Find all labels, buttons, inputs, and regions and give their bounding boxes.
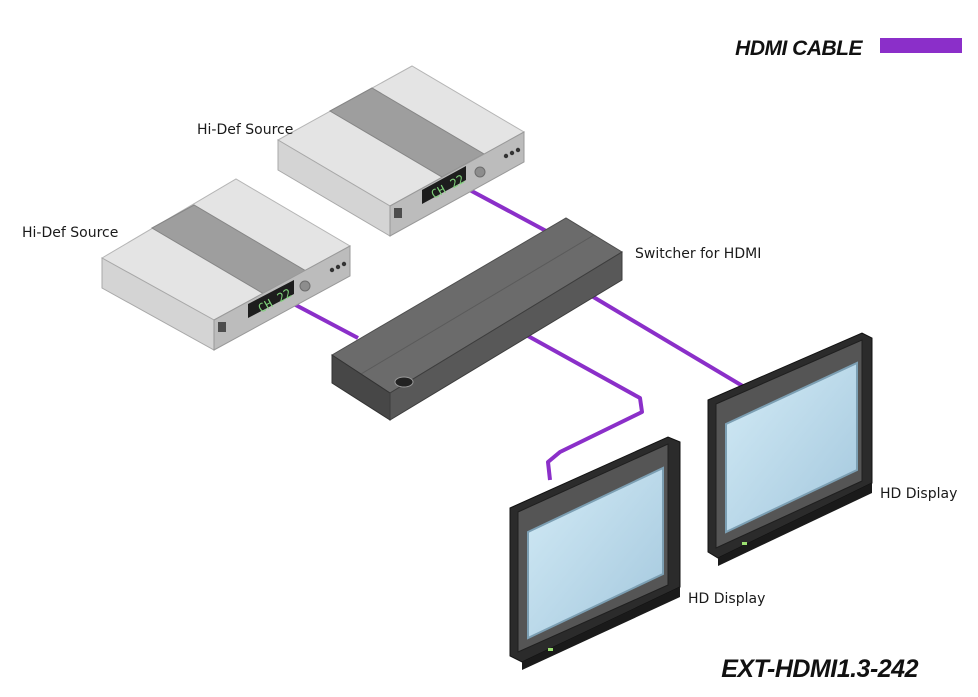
hdmi-cable-display-1 [588, 293, 748, 390]
legend: HDMI CABLE [735, 37, 962, 60]
source-1-label: Hi-Def Source [197, 122, 293, 138]
hi-def-source-1 [276, 65, 526, 237]
hdmi-cables [289, 186, 748, 481]
display-1-label: HD Display [880, 486, 957, 502]
legend-swatch [880, 38, 962, 53]
display-2-label: HD Display [688, 591, 765, 607]
hdmi-cable-source-1 [465, 186, 549, 234]
hd-display-2 [509, 436, 681, 670]
hdmi-cable-display-2 [527, 334, 644, 481]
hdmi-switcher [331, 217, 623, 421]
display-2-screen [527, 466, 664, 640]
display-1-screen [725, 361, 858, 534]
switcher-label: Switcher for HDMI [635, 246, 761, 262]
hi-def-source-2 [100, 178, 352, 351]
source-2-label: Hi-Def Source [22, 225, 118, 241]
hdmi-cable-source-2 [289, 300, 359, 340]
legend-label: HDMI CABLE [735, 37, 863, 60]
hd-display-1 [707, 332, 873, 566]
model-number: EXT-HDMI1.3-242 [721, 655, 918, 683]
